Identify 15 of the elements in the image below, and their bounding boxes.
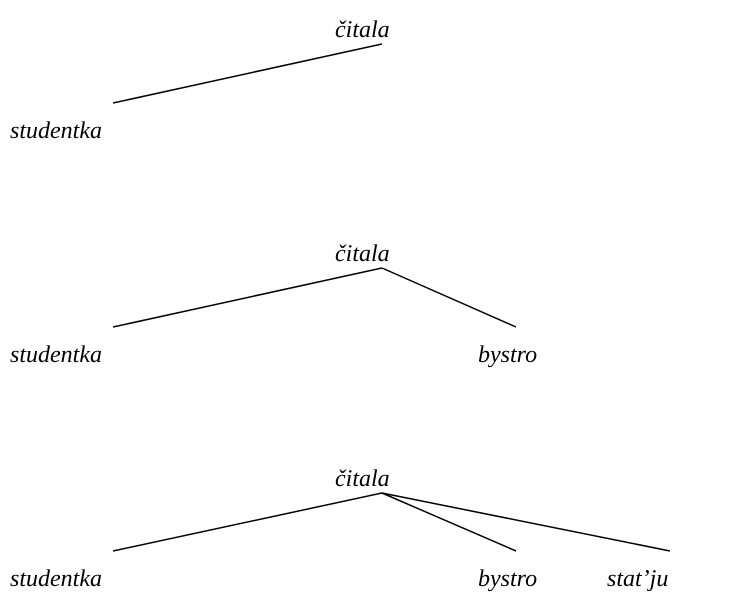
word-label: bystro (478, 565, 538, 593)
word-label: studentka (10, 341, 102, 369)
tree-branch-line (382, 492, 516, 552)
tree-branch-line (382, 267, 516, 328)
word-label: studentka (10, 117, 102, 145)
word-label: bystro (478, 341, 538, 369)
word-label: stat’ju (607, 565, 668, 593)
tree-branch-line (382, 492, 670, 552)
word-label: studentka (10, 565, 102, 593)
tree-branch-line (112, 492, 382, 552)
tree-branch-line (112, 43, 382, 104)
word-label: čitala (335, 16, 390, 44)
word-label: čitala (335, 465, 390, 493)
tree-branch-line (112, 267, 382, 328)
word-label: čitala (335, 240, 390, 268)
